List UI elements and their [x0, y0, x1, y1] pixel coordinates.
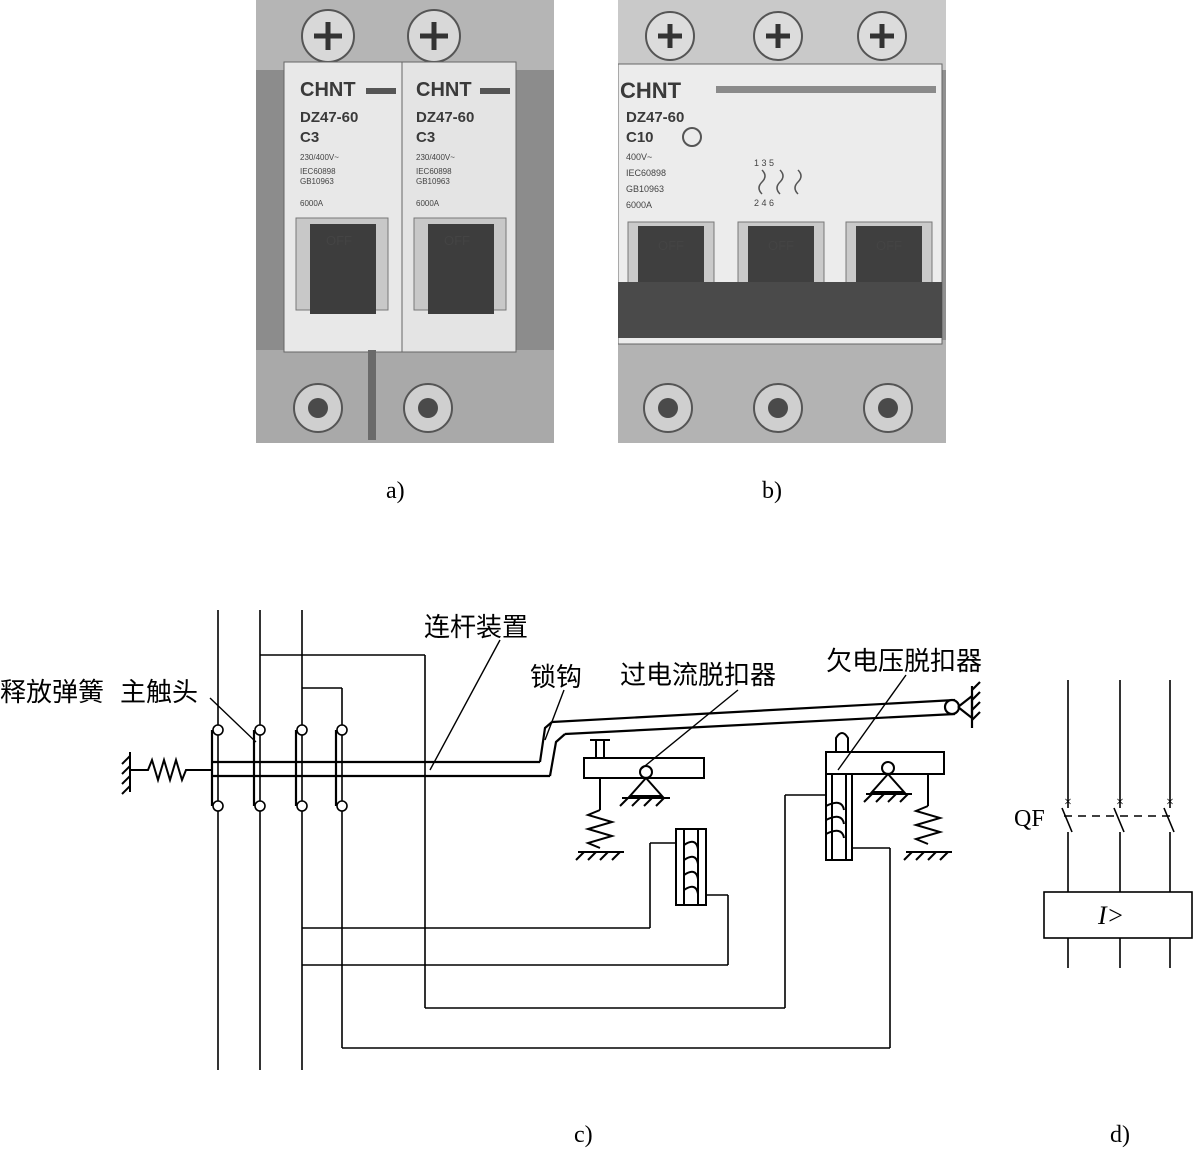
- photo-a-brand-2: CHNT: [416, 79, 472, 101]
- label-overcurrent-relay: I>: [1097, 901, 1124, 930]
- photo-a-handle-2: OFF: [444, 233, 470, 248]
- label-latch-hook: 锁钩: [530, 663, 582, 693]
- label-main-contact: 主触头: [120, 678, 198, 708]
- photo-b-handle-1: OFF: [658, 238, 684, 253]
- photo-a-line-2-2: IEC60898: [416, 167, 452, 176]
- label-undervoltage-release: 欠电压脱扣器: [826, 647, 982, 677]
- linkage-bar: [212, 681, 981, 778]
- photo-b-rating: C10: [626, 129, 654, 146]
- photo-a-handle-1: OFF: [326, 233, 352, 248]
- release-spring: [121, 752, 212, 795]
- caption-b: b): [762, 478, 782, 504]
- photo-a-line-1-2: 230/400V~: [416, 153, 455, 162]
- schematic-symbol-qf: [1043, 680, 1193, 968]
- label-release-spring: 释放弹簧: [0, 678, 104, 708]
- label-qf: QF: [1014, 806, 1045, 832]
- photo-b-line-4: 6000A: [626, 200, 652, 210]
- photo-a-model-2: DZ47-60: [416, 109, 474, 126]
- caption-c: c): [574, 1122, 593, 1148]
- photo-b-handle-3: OFF: [876, 238, 902, 253]
- svg-text:×: ×: [1116, 795, 1124, 810]
- photo-a-line-1-1: 230/400V~: [300, 153, 339, 162]
- photo-a-line-2-1: IEC60898: [300, 167, 336, 176]
- photo-b-model: DZ47-60: [626, 109, 684, 126]
- caption-d: d): [1110, 1122, 1130, 1148]
- photo-a-rating-1: C3: [300, 129, 319, 146]
- photo-a-line-4-1: 6000A: [300, 199, 324, 208]
- svg-text:×: ×: [1064, 795, 1072, 810]
- main-contacts: [212, 724, 348, 812]
- undervoltage-release: [825, 732, 952, 861]
- photo-a-model-1: DZ47-60: [300, 109, 358, 126]
- photo-b-terminal-top: 1 3 5: [754, 158, 774, 168]
- photo-a-line-3-2: GB10963: [416, 177, 450, 186]
- photo-b-line-3: GB10963: [626, 184, 664, 194]
- photo-a-brand-1: CHNT: [300, 79, 356, 101]
- photo-a-line-4-2: 6000A: [416, 199, 440, 208]
- photo-b-three-pole-breaker: CHNT DZ47-60 C10 400V~ IEC60898 GB10963 …: [618, 0, 946, 443]
- photo-b-line-1: 400V~: [626, 152, 652, 162]
- photo-b-terminal-bottom: 2 4 6: [754, 198, 774, 208]
- photo-a-rating-2: C3: [416, 129, 435, 146]
- overcurrent-release: [575, 739, 707, 906]
- photo-a-two-pole-breaker: CHNT DZ47-60 C3 230/400V~ IEC60898 GB109…: [256, 0, 554, 443]
- photo-b-line-2: IEC60898: [626, 168, 666, 178]
- caption-a: a): [386, 478, 405, 504]
- label-linkage: 连杆装置: [424, 613, 528, 643]
- photo-b-handle-2: OFF: [768, 238, 794, 253]
- photo-b-brand: CHNT: [620, 78, 682, 103]
- svg-text:×: ×: [1166, 795, 1174, 810]
- label-overcurrent-release: 过电流脱扣器: [620, 661, 776, 691]
- photo-a-line-3-1: GB10963: [300, 177, 334, 186]
